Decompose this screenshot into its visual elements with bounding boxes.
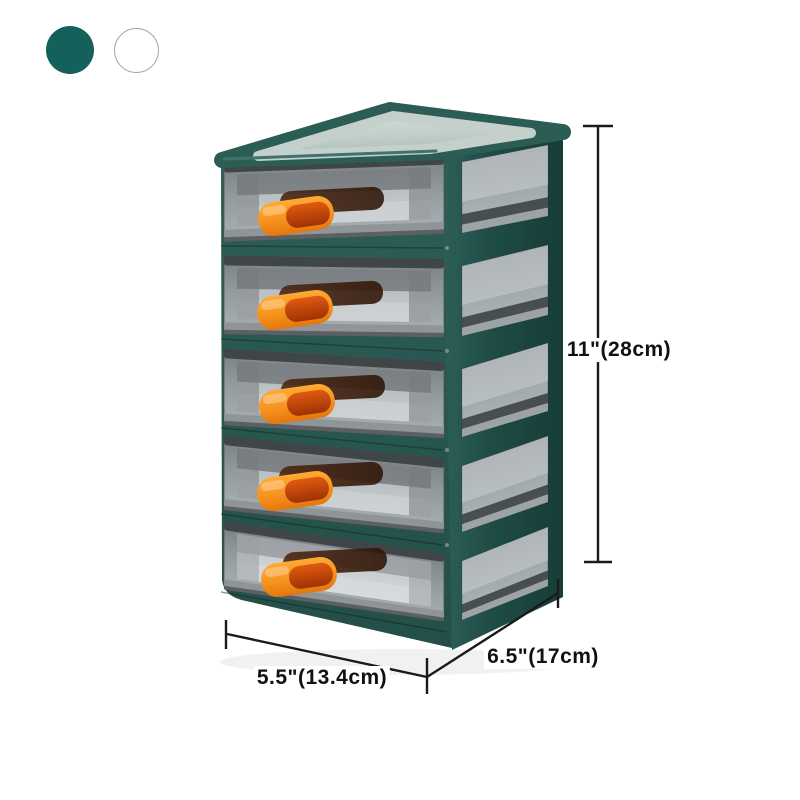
drawer-handle-2 xyxy=(257,289,333,331)
drawer-handle-1 xyxy=(258,195,334,237)
drawer-handle-5 xyxy=(261,556,337,598)
depth-dimension-line xyxy=(426,579,560,679)
cabinet-top xyxy=(214,102,571,168)
storage-cabinet xyxy=(214,102,571,650)
color-swatch-teal[interactable] xyxy=(46,26,94,74)
color-swatch-white[interactable] xyxy=(114,27,159,73)
cabinet-side xyxy=(437,130,563,650)
drawer-handle-4 xyxy=(257,470,333,512)
frame-rivets xyxy=(445,246,449,547)
height-dimension-label: 11"(28cm) xyxy=(563,338,675,362)
width-dimension-label: 5.5"(13.4cm) xyxy=(253,666,391,690)
color-swatch-row xyxy=(46,26,159,74)
drawer-handle-3 xyxy=(259,383,335,425)
depth-dimension-label: 6.5"(17cm) xyxy=(484,645,602,669)
drawer-handles xyxy=(257,186,387,598)
unit-seams xyxy=(220,245,448,633)
